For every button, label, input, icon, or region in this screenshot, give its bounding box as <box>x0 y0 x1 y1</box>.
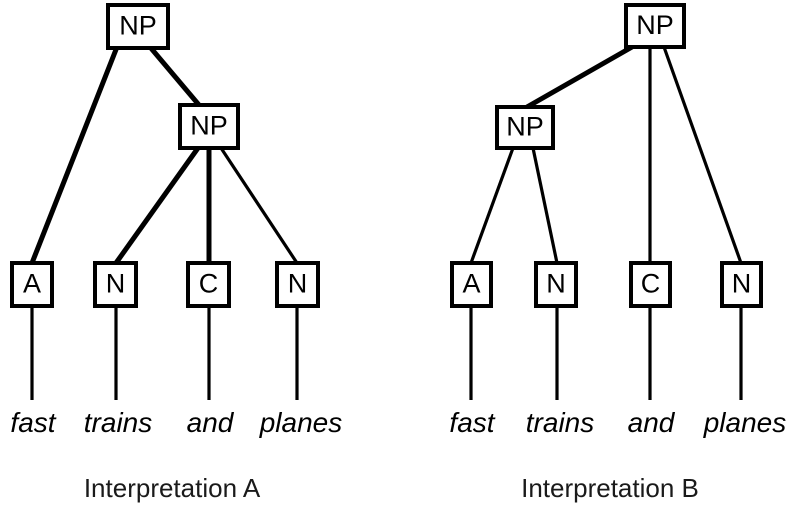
interpretation-b-leaf-node-c-2-rect <box>629 261 672 308</box>
interpretation-b-word-trains: trains <box>526 407 594 438</box>
interpretation-b-word-planes: planes <box>703 407 787 438</box>
interpretation-b-inner-np-node[interactable]: NP <box>495 105 555 150</box>
tree-edge-inner-to-n2 <box>219 147 299 264</box>
interpretation-a-leaf-node-c-2-label: C <box>199 269 219 299</box>
interpretation-b-leaf-node-n-3-label: N <box>732 269 752 299</box>
tree-edge-root-to-a <box>29 46 120 264</box>
interpretation-b-leaf-node-a-0-label: A <box>462 269 480 299</box>
interpretation-a-inner-np-node-rect <box>178 103 240 150</box>
tree-edge-inner-to-n1 <box>531 147 559 264</box>
interpretation-a-leaf-node-n-1[interactable]: N <box>93 261 138 308</box>
interpretation-a-root-np-node[interactable]: NP <box>106 3 170 50</box>
interpretation-b-leaf-node-n-3[interactable]: N <box>720 261 763 308</box>
interpretation-b-root-np-node-rect <box>624 3 686 49</box>
interpretation-a-word-fast: fast <box>10 407 56 438</box>
interpretation-b-inner-np-node-rect <box>495 105 555 150</box>
nodes-layer: NP NP A N C N NP NP A N C N <box>10 3 763 308</box>
leaf-stems-layer <box>30 306 743 400</box>
interpretation-b-caption: Interpretation B <box>521 473 699 503</box>
interpretation-b-leaf-node-n-3-rect <box>720 261 763 308</box>
interpretation-a-leaf-node-n-3-rect <box>275 261 320 308</box>
interpretation-b-inner-np-node-label: NP <box>506 112 544 142</box>
interpretation-a-word-and: and <box>187 407 235 438</box>
interpretation-a-leaf-node-n-1-label: N <box>106 269 126 299</box>
interpretation-a-root-np-node-rect <box>106 3 170 50</box>
interpretation-a-leaf-node-a-0-rect <box>10 261 54 308</box>
tree-edge-root-to-inner <box>148 45 201 107</box>
interpretation-a-leaf-node-n-1-rect <box>93 261 138 308</box>
interpretation-a-leaf-node-c-2-rect <box>186 261 231 308</box>
interpretation-a-leaf-node-n-3-label: N <box>288 269 308 299</box>
interpretation-b-leaf-node-n-1-rect <box>534 261 578 308</box>
tree-edge-inner-to-n1 <box>113 146 201 265</box>
interpretation-a-inner-np-node[interactable]: NP <box>178 103 240 150</box>
interpretation-a-root-np-node-label: NP <box>119 11 157 41</box>
interpretation-b-word-fast: fast <box>449 407 495 438</box>
interpretation-a-word-trains: trains <box>84 407 152 438</box>
interpretation-b-leaf-node-n-1[interactable]: N <box>534 261 578 308</box>
interpretation-b-leaf-node-n-1-label: N <box>546 269 566 299</box>
interpretation-a-leaf-node-c-2[interactable]: C <box>186 261 231 308</box>
interpretation-a-caption: Interpretation A <box>84 473 261 503</box>
tree-edge-root-to-n2 <box>662 46 743 264</box>
interpretation-b-leaf-node-a-0[interactable]: A <box>450 261 493 308</box>
interpretation-a-leaf-node-a-0-label: A <box>23 269 41 299</box>
words-layer: fast trains and planes fast trains and planes <box>10 407 786 438</box>
interpretation-b-leaf-node-c-2[interactable]: C <box>629 261 672 308</box>
tree-edge-root-to-inner <box>525 44 634 110</box>
interpretation-b-leaf-node-a-0-rect <box>450 261 493 308</box>
interpretation-b-leaf-node-c-2-label: C <box>641 269 661 299</box>
interpretation-b-root-np-node[interactable]: NP <box>624 3 686 49</box>
interpretation-a-leaf-node-n-3[interactable]: N <box>275 261 320 308</box>
interpretation-a-inner-np-node-label: NP <box>190 111 228 141</box>
edges-layer <box>29 44 743 265</box>
interpretation-b-root-np-node-label: NP <box>636 10 674 40</box>
interpretation-a-word-planes: planes <box>259 407 343 438</box>
captions-layer: Interpretation A Interpretation B <box>84 473 699 503</box>
interpretation-a-leaf-node-a-0[interactable]: A <box>10 261 54 308</box>
interpretation-b-word-and: and <box>628 407 676 438</box>
tree-edge-inner-to-a <box>469 147 515 264</box>
